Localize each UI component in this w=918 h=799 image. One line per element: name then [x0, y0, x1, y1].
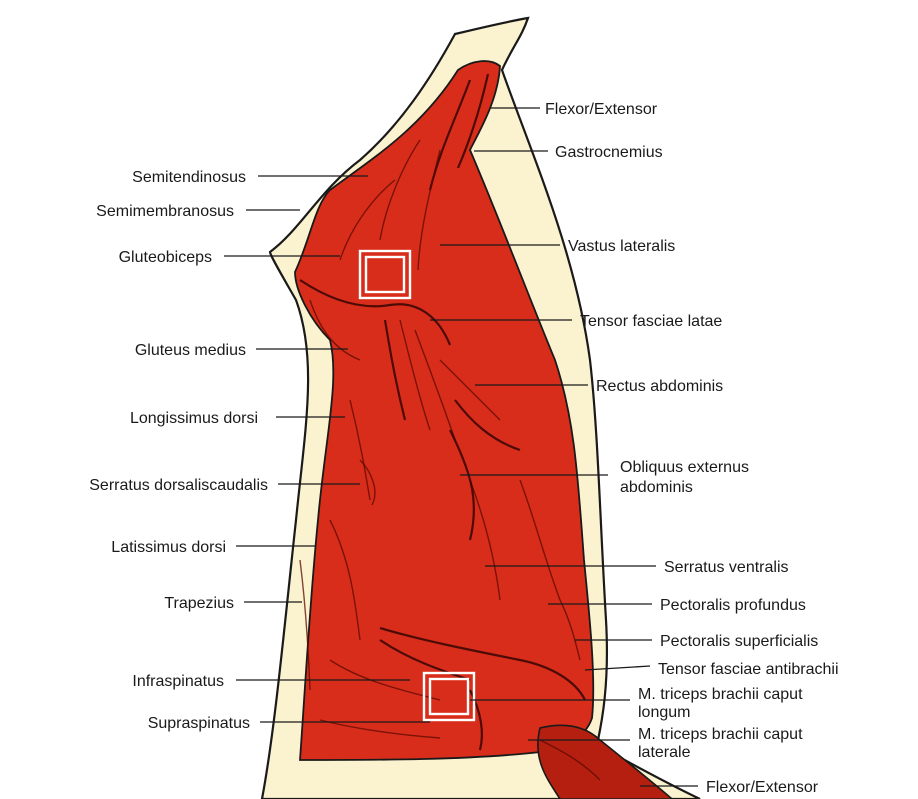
- label-infraspinatus: Infraspinatus: [132, 673, 224, 690]
- label-triceps-laterale-line2: laterale: [638, 744, 691, 761]
- left-labels: Semitendinosus Semimembranosus Gluteobic…: [89, 169, 268, 732]
- label-latissimus-dorsi: Latissimus dorsi: [111, 539, 226, 556]
- label-longissimus-dorsi: Longissimus dorsi: [130, 410, 258, 427]
- label-triceps-longum-line2: longum: [638, 704, 690, 721]
- label-pectoralis-profundus: Pectoralis profundus: [660, 597, 806, 614]
- label-flexor-extensor-hind: Flexor/Extensor: [545, 101, 658, 118]
- label-semitendinosus: Semitendinosus: [132, 169, 246, 186]
- label-triceps-longum-line1: M. triceps brachii caput: [638, 686, 803, 703]
- label-trapezius: Trapezius: [164, 595, 234, 612]
- label-vastus-lateralis: Vastus lateralis: [568, 238, 675, 255]
- label-obliquus-externus-line2: abdominis: [620, 479, 693, 496]
- label-supraspinatus: Supraspinatus: [148, 715, 250, 732]
- label-gastrocnemius: Gastrocnemius: [555, 144, 663, 161]
- label-pectoralis-superficialis: Pectoralis superficialis: [660, 633, 818, 650]
- label-serratus-dorsaliscaudalis: Serratus dorsaliscaudalis: [89, 477, 268, 494]
- label-semimembranosus: Semimembranosus: [96, 203, 234, 220]
- label-serratus-ventralis: Serratus ventralis: [664, 559, 789, 576]
- label-gluteobiceps: Gluteobiceps: [119, 249, 212, 266]
- label-flexor-extensor-fore: Flexor/Extensor: [706, 779, 819, 796]
- label-tensor-fasciae-latae: Tensor fasciae latae: [580, 313, 722, 330]
- label-obliquus-externus-line1: Obliquus externus: [620, 459, 749, 476]
- label-tensor-fasciae-antibrachii: Tensor fasciae antibrachii: [658, 661, 839, 678]
- label-triceps-laterale-line1: M. triceps brachii caput: [638, 726, 803, 743]
- label-rectus-abdominis: Rectus abdominis: [596, 378, 723, 395]
- label-gluteus-medius: Gluteus medius: [135, 342, 246, 359]
